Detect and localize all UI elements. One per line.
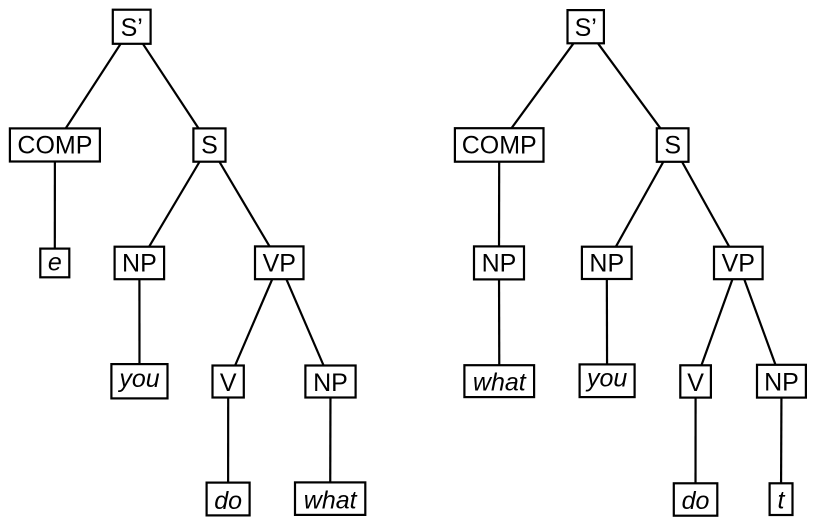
svg-text:what: what: [473, 368, 527, 396]
svg-text:e: e: [48, 248, 62, 276]
svg-text:what: what: [304, 487, 358, 515]
svg-text:VP: VP: [263, 249, 296, 277]
svg-text:you: you: [117, 365, 159, 393]
svg-text:NP: NP: [764, 369, 799, 397]
svg-text:NP: NP: [122, 250, 157, 278]
svg-text:COMP: COMP: [17, 132, 92, 160]
svg-text:V: V: [687, 369, 704, 397]
svg-text:t: t: [778, 487, 786, 515]
svg-text:do: do: [682, 487, 710, 515]
svg-text:S’: S’: [575, 14, 597, 42]
svg-text:S: S: [201, 132, 218, 160]
svg-text:NP: NP: [313, 369, 348, 397]
svg-text:S’: S’: [121, 14, 143, 42]
svg-text:do: do: [214, 487, 242, 515]
svg-text:you: you: [585, 365, 627, 393]
svg-text:S: S: [664, 132, 681, 160]
svg-text:COMP: COMP: [462, 132, 537, 160]
svg-text:NP: NP: [589, 250, 624, 278]
svg-text:V: V: [220, 369, 237, 397]
svg-text:NP: NP: [482, 250, 517, 278]
svg-text:VP: VP: [722, 250, 755, 278]
